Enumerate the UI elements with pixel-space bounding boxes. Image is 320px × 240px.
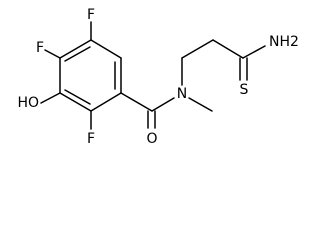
bond-thioamide-carbon-to-amine [242,45,266,59]
bond-to-f-left [44,49,61,59]
carbonyl-oxygen-label: O [146,131,157,147]
bond-ch2-to-thioamide-carbon [212,39,244,59]
substituent-bonds [40,21,266,130]
amide-nitrogen-label: N [177,86,187,102]
ring-bond-c4-c5 [59,92,92,112]
bond-nitrogen-to-methyl [188,97,213,112]
bond-ring-to-carbonyl [120,92,153,112]
hydroxyl-label: HO [17,95,39,111]
benzene-ring [59,39,122,112]
fluorine-top-label: F [87,7,95,23]
fluorine-bottom-label: F [87,131,95,147]
ring-bond-c5-c6 [90,92,122,112]
amine-label: NH2 [269,34,299,50]
fluorine-left-label: F [36,40,44,56]
bond-carbonyl-to-nitrogen [151,97,175,112]
ring-bond-c1-c2 [90,39,122,59]
bond-ch2-to-ch2 [181,39,214,59]
bond-to-hydroxyl [40,92,61,104]
sulfur-label: S [240,82,249,98]
atom-labels: F F HO F O N NH2 S [17,7,298,147]
chemical-structure-diagram: F F HO F O N NH2 S [17,7,298,147]
ring-inner-bond-c4-c5 [64,89,91,105]
ring-inner-bond-c2-c3 [64,46,91,62]
ring-bond-c2-c3 [59,39,92,59]
